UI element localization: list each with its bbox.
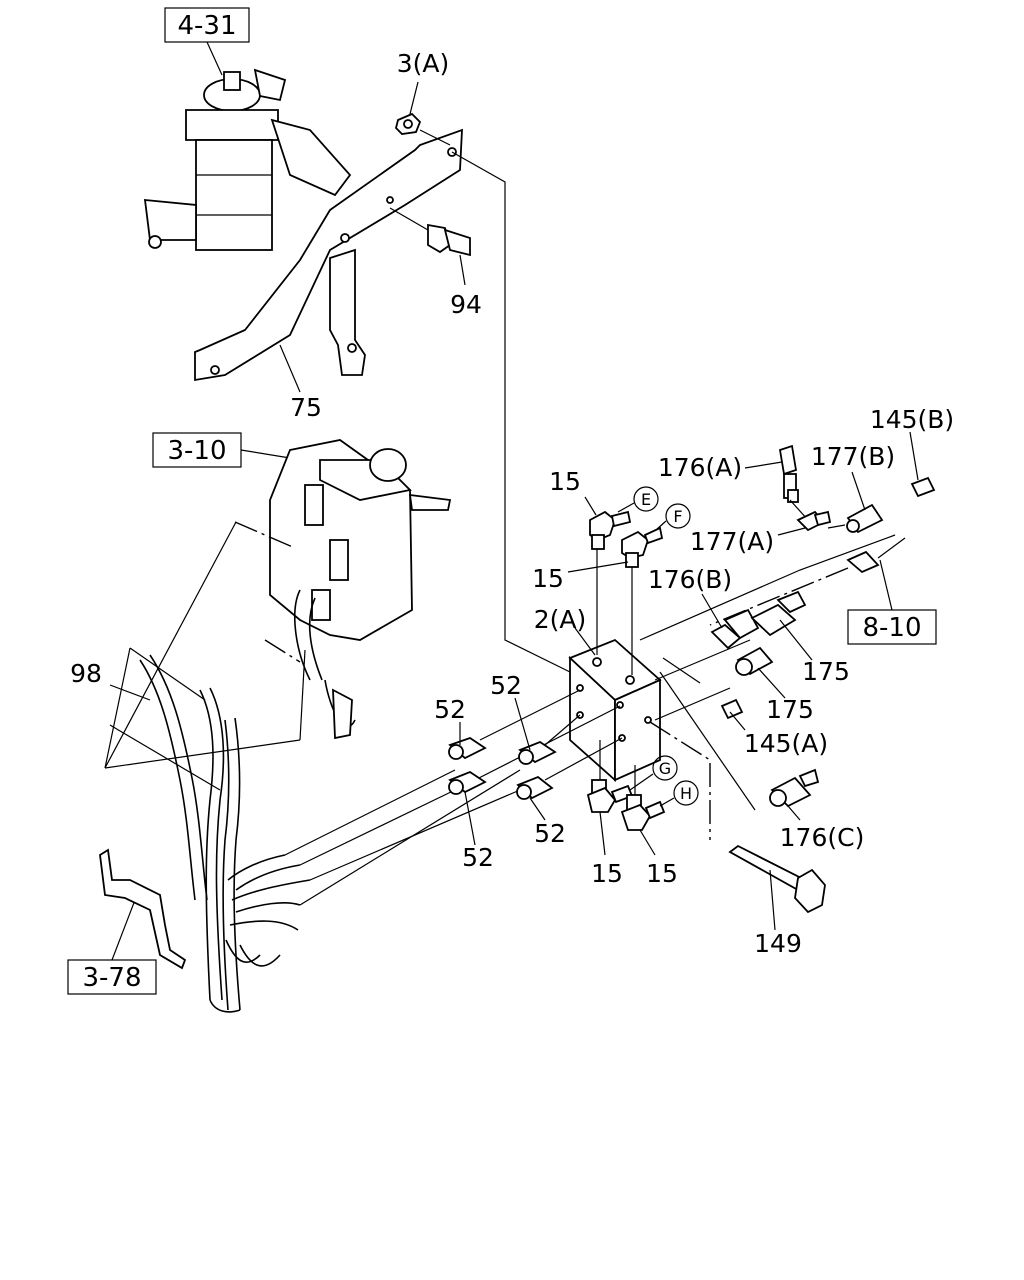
switch-176b: [710, 608, 760, 650]
callout-98: 98: [70, 659, 102, 688]
control-valve: [269, 439, 452, 740]
circle-e-label: E: [641, 490, 651, 509]
callout-75: 75: [290, 393, 322, 422]
distribution-block-2a: [568, 638, 662, 783]
callout-175-lower: 175: [766, 695, 814, 724]
ref-box-3-10[interactable]: 3-10: [152, 432, 242, 468]
ref-box-3-78[interactable]: 3-78: [67, 959, 157, 995]
switch-176c: [769, 768, 820, 808]
nut-3a: [395, 112, 422, 135]
fitting-52-a: [448, 737, 487, 760]
elbow-15-h: [620, 794, 666, 831]
callout-15-g: 15: [591, 859, 623, 888]
ref-8-10-label: 8-10: [862, 613, 921, 643]
circle-e: E: [633, 486, 659, 512]
pipe-bundle-98: [139, 654, 521, 1013]
ref-box-8-10[interactable]: 8-10: [847, 609, 937, 645]
circle-f: F: [665, 503, 691, 529]
callout-175-upper: 175: [802, 657, 850, 686]
callout-52-a: 52: [434, 695, 466, 724]
callout-2a: 2(A): [534, 605, 587, 634]
plug-145a: [720, 698, 744, 720]
ref-box-4-31[interactable]: 4-31: [164, 7, 250, 43]
callout-176b: 176(B): [648, 565, 732, 594]
callout-3a: 3(A): [397, 49, 450, 78]
circle-f-label: F: [673, 507, 682, 526]
switch-176a: [778, 444, 799, 503]
sensor-175-upper: [750, 590, 807, 637]
callout-176a: 176(A): [658, 453, 742, 482]
circle-h-label: H: [680, 784, 692, 803]
circle-g: G: [652, 755, 678, 781]
callout-149: 149: [754, 929, 802, 958]
circle-h: H: [673, 780, 699, 806]
callout-145b: 145(B): [870, 405, 954, 434]
bracket-75: [194, 128, 463, 382]
ref-3-10-label: 3-10: [167, 436, 226, 466]
circle-g-label: G: [659, 759, 671, 778]
pipe-clip: [99, 848, 187, 970]
fitting-52-b: [518, 740, 557, 765]
adapter-177a: [796, 510, 832, 532]
callout-52-c: 52: [462, 843, 494, 872]
plug-145b: [910, 476, 936, 498]
callout-145a: 145(A): [744, 729, 828, 758]
sensor-175-lower: [735, 646, 774, 676]
callout-15-h: 15: [646, 859, 678, 888]
air-dryer-unit: [143, 68, 352, 251]
callout-52-b: 52: [490, 671, 522, 700]
callout-176c: 176(C): [780, 823, 865, 852]
ref-3-78-label: 3-78: [82, 963, 141, 993]
callout-94: 94: [450, 290, 482, 319]
adapter-177b: [846, 503, 884, 534]
callout-177a: 177(A): [690, 527, 774, 556]
fitting-52-c: [448, 770, 487, 795]
callout-177b: 177(B): [811, 442, 895, 471]
fitting-52-d: [516, 775, 554, 800]
bolt-149: [728, 844, 826, 914]
callout-52-d: 52: [534, 819, 566, 848]
ref-4-31-label: 4-31: [177, 11, 236, 41]
callout-15-e: 15: [549, 467, 581, 496]
callout-15-f: 15: [532, 564, 564, 593]
elbow-15-f: [621, 526, 664, 568]
elbow-15-e: [589, 510, 632, 550]
bolt-94: [389, 207, 471, 257]
elbow-15-g: [586, 779, 634, 813]
